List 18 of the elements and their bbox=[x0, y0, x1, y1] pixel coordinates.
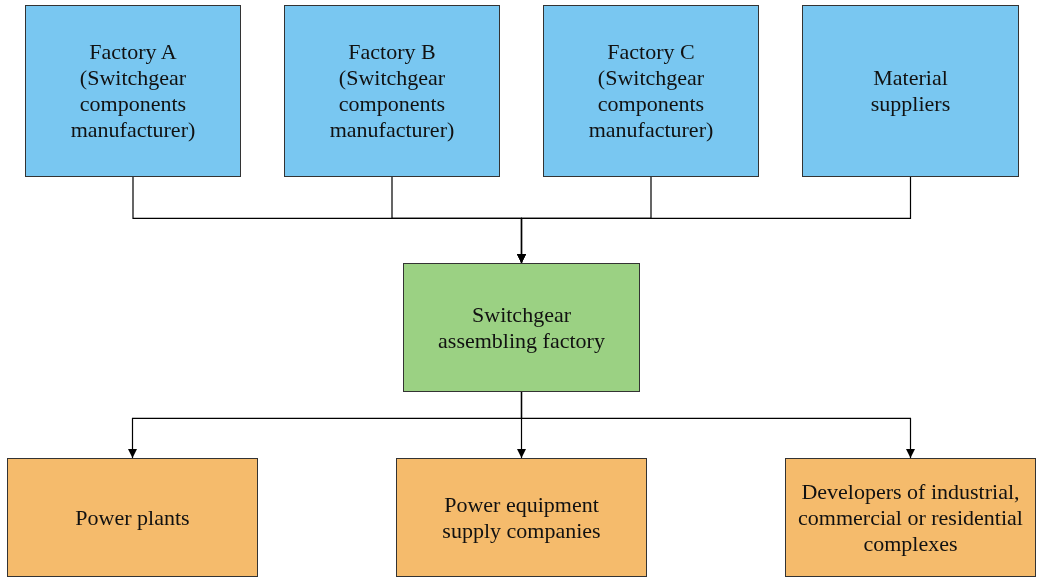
process-box bbox=[7, 458, 258, 577]
process-box bbox=[403, 263, 640, 392]
process-box bbox=[25, 5, 241, 177]
box-label: Material suppliers bbox=[869, 65, 952, 117]
process-box bbox=[802, 5, 1019, 177]
box-label: Power plants bbox=[74, 504, 191, 531]
connector-arrow bbox=[520, 391, 915, 459]
process-box bbox=[396, 458, 647, 577]
box-label: Switchgear assembling factory bbox=[437, 301, 606, 354]
process-box bbox=[785, 458, 1036, 577]
process-box bbox=[284, 5, 500, 177]
connector-arrow bbox=[517, 176, 912, 264]
box-label: Developers of industrial, commercial or residential complexes bbox=[797, 478, 1024, 557]
box-label: Factory A (Switchgear components manufacturer) bbox=[69, 39, 197, 143]
box-label: Factory C (Switchgear components manufacturer) bbox=[587, 39, 715, 143]
process-box bbox=[543, 5, 759, 177]
box-label: Power equipment supply companies bbox=[441, 491, 602, 544]
box-label: Factory B (Switchgear components manufacturer) bbox=[328, 39, 456, 143]
